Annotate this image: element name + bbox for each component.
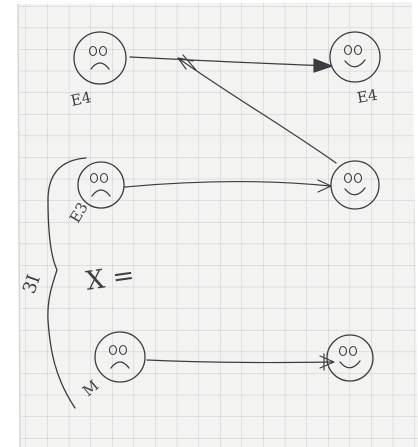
face-outline: [326, 334, 374, 382]
face-outline: [73, 31, 127, 85]
face-eye: [108, 344, 118, 356]
face-eye: [353, 172, 363, 184]
face-eye: [98, 45, 108, 57]
face-outline: [94, 331, 146, 383]
face-mouth-sad: [110, 361, 130, 369]
face-sad-5: [94, 331, 146, 383]
face-eye: [88, 45, 98, 57]
face-label: E4: [356, 86, 379, 107]
face-eye: [348, 345, 358, 357]
face-happy-2: [329, 31, 381, 83]
face-sad-3: [77, 161, 125, 209]
face-happy-6: [326, 334, 374, 382]
face-eye: [343, 44, 353, 56]
face-eye: [99, 172, 109, 184]
paper-sheet: [17, 2, 418, 447]
face-sad-1: [73, 31, 127, 85]
face-mouth-sad: [90, 62, 110, 70]
arrow-mid-right-to-top-left: [177, 54, 337, 164]
left-brace: [47, 157, 87, 409]
face-mouth-sad: [91, 189, 111, 197]
face-mouth-happy: [339, 360, 361, 369]
arrow-top-left-to-top-right: [129, 56, 333, 73]
face-happy-4: [330, 160, 380, 210]
face-eye: [338, 345, 348, 357]
middle-note-text: X =: [84, 260, 136, 296]
arrow-bottom-left-to-bottom-right: [146, 353, 335, 371]
face-outline: [330, 160, 380, 210]
face-mouth-happy: [344, 59, 366, 68]
face-label: E4: [69, 88, 93, 110]
face-eye: [353, 44, 363, 56]
face-mouth-happy: [344, 187, 366, 196]
face-outline: [77, 161, 125, 209]
middle-note: X =: [84, 260, 136, 296]
face-outline: [329, 31, 381, 83]
face-eye: [343, 172, 353, 184]
face-eye: [89, 172, 99, 184]
face-eye: [118, 344, 128, 356]
